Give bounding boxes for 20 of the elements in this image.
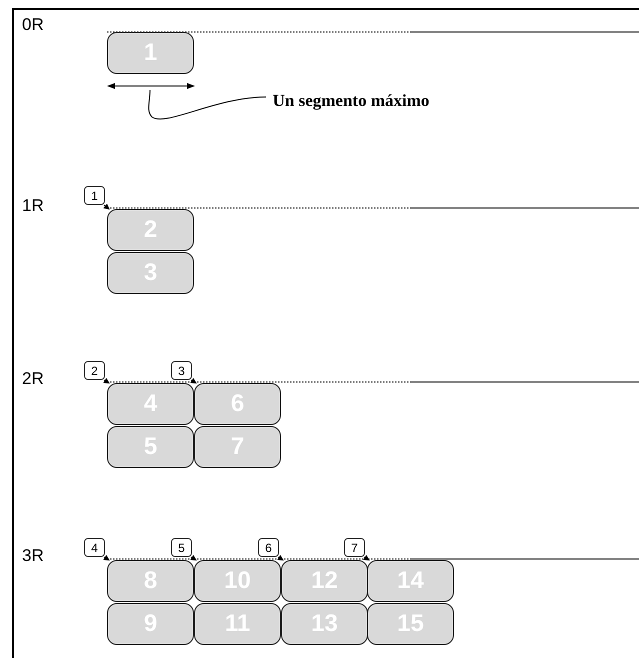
row-label: 3R xyxy=(22,547,44,564)
row-label: 1R xyxy=(22,197,44,214)
annotation-text: Un segmento máximo xyxy=(266,88,436,114)
callout-number: 5 xyxy=(171,538,192,557)
callout-number: 7 xyxy=(344,538,365,557)
row-label: 0R xyxy=(22,16,44,33)
pointer-line xyxy=(363,554,370,561)
callout-number: 1 xyxy=(84,186,105,205)
pointer-line xyxy=(103,378,110,384)
callout-number: 6 xyxy=(258,538,279,557)
row-label: 2R xyxy=(22,370,44,387)
pointer-line xyxy=(190,554,197,561)
callout-number: 2 xyxy=(84,361,105,380)
pointer-line xyxy=(190,378,197,384)
callout-number: 3 xyxy=(171,361,192,380)
pointer-line xyxy=(103,554,110,561)
callout-number: 4 xyxy=(84,538,105,557)
pointer-line xyxy=(103,204,110,210)
pointer-line xyxy=(277,554,284,561)
leader-line xyxy=(148,90,266,120)
